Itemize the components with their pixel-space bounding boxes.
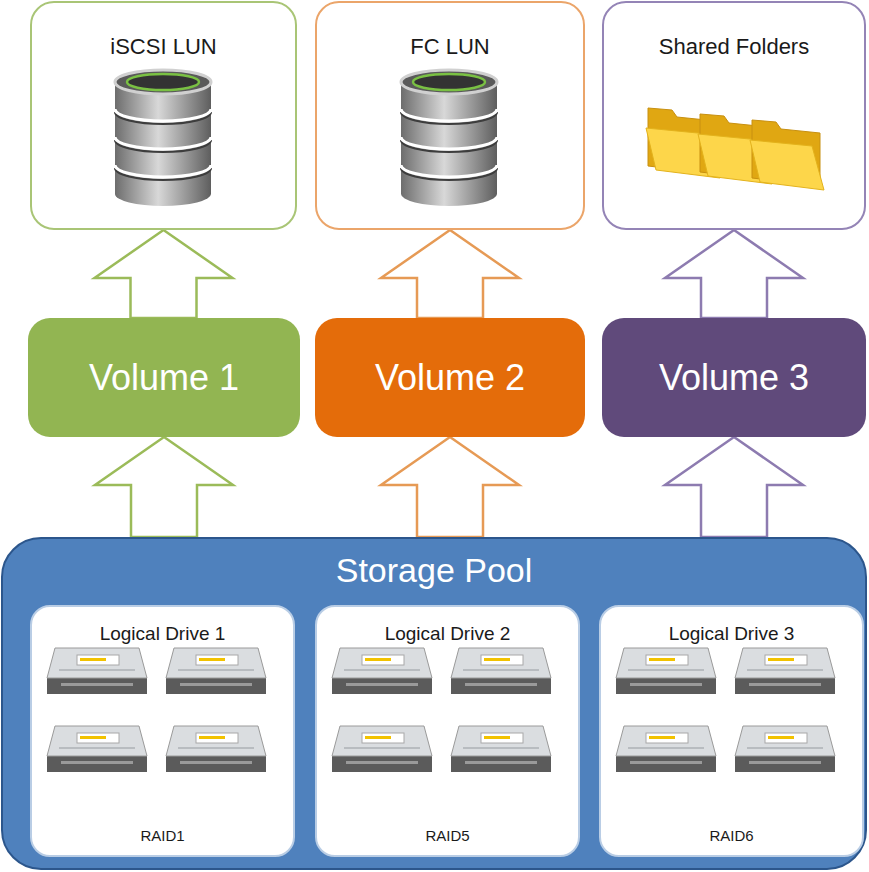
hard-drive-icon <box>451 726 551 772</box>
shared-folder-box: Shared Folders <box>602 1 866 230</box>
hard-drive-icon <box>332 726 432 772</box>
volume-box: Volume 3 <box>602 318 866 437</box>
node-title: Shared Folders <box>659 34 809 60</box>
lun-box: iSCSI LUN <box>30 1 297 230</box>
node-title: Volume 2 <box>375 356 525 399</box>
folder-icon <box>750 120 824 190</box>
hard-drive-icon <box>332 648 432 694</box>
hard-drive-icon <box>451 648 551 694</box>
storage-pool: Storage PoolLogical Drive 1RAID1Logical … <box>1 537 867 870</box>
volume-box: Volume 1 <box>28 318 300 437</box>
hard-drive-icon <box>616 648 716 694</box>
hard-drive-icon <box>735 726 835 772</box>
node-title: Logical Drive 1 <box>100 623 226 646</box>
hard-drive-group <box>47 648 835 772</box>
raid-level: RAID1 <box>140 827 184 845</box>
block-arrow <box>95 230 233 318</box>
node-title: Storage Pool <box>336 550 533 591</box>
volume-box: Volume 2 <box>315 318 585 437</box>
hard-drive-icon <box>47 726 147 772</box>
lun-box: FC LUN <box>315 1 585 230</box>
block-arrow <box>381 230 519 318</box>
folder-icon <box>646 108 720 178</box>
node-title: Volume 3 <box>659 356 809 399</box>
hard-drive-icon <box>47 648 147 694</box>
hard-drive-icon <box>166 726 266 772</box>
node-title: Volume 1 <box>89 356 239 399</box>
node-title: Logical Drive 3 <box>669 623 795 646</box>
database-icon <box>115 70 211 206</box>
database-icon <box>401 70 497 206</box>
node-title: Logical Drive 2 <box>385 623 511 646</box>
logical-drive-box: Logical Drive 2 RAID5 <box>315 605 580 857</box>
node-title: FC LUN <box>410 34 489 60</box>
logical-drive-box: Logical Drive 1 RAID1 <box>30 605 295 857</box>
node-title: iSCSI LUN <box>110 34 216 60</box>
hard-drive-icon <box>735 648 835 694</box>
hard-drive-icon <box>616 726 716 772</box>
block-arrow <box>381 437 519 537</box>
block-arrow <box>665 437 803 537</box>
logical-drive-box: Logical Drive 3 RAID6 <box>599 605 864 857</box>
raid-level: RAID6 <box>709 827 753 845</box>
block-arrow <box>665 230 803 318</box>
hard-drive-icon <box>166 648 266 694</box>
raid-level: RAID5 <box>425 827 469 845</box>
folder-icon <box>698 114 772 184</box>
block-arrow <box>95 437 233 537</box>
